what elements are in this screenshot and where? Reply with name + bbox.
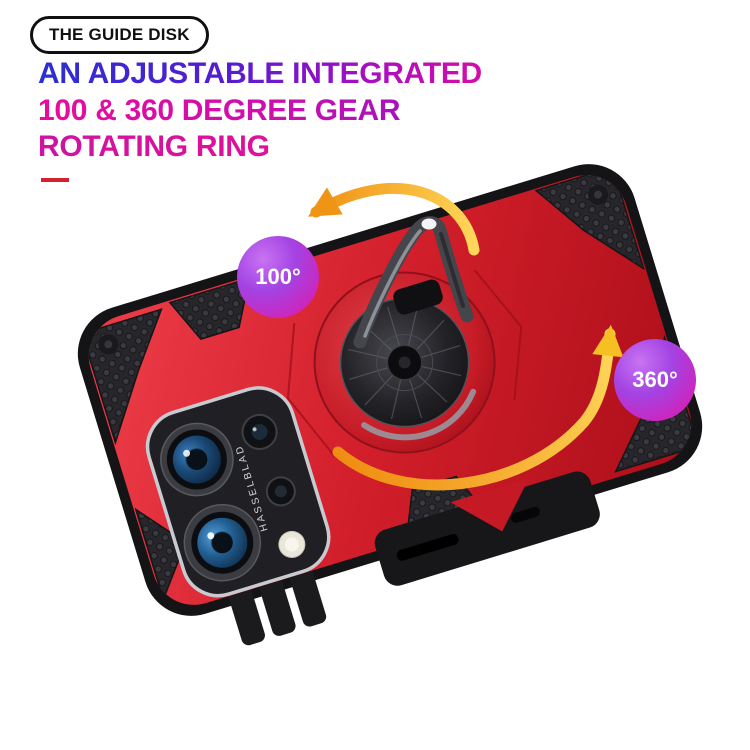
rotation-arrow-360 <box>332 324 624 491</box>
camera-lens-tele <box>241 413 278 450</box>
case-button-tabs <box>228 567 327 646</box>
case-red-notch <box>450 478 529 532</box>
ring-hinge <box>393 279 443 315</box>
camera-lens-wide <box>183 503 262 582</box>
camera-lens-main <box>160 422 234 497</box>
camera-flash <box>278 530 306 558</box>
camera-module: HASSELBLAD <box>145 386 331 598</box>
case-sculpt-lines <box>286 269 523 458</box>
case-bottom-port <box>374 471 600 586</box>
disc-brushed-texture <box>347 305 462 420</box>
guide-disk-badge: THE GUIDE DISK <box>30 16 209 54</box>
title-line-2: 100 & 360 DEGREE GEAR <box>38 93 482 130</box>
phone-case: HASSELBLAD <box>77 164 703 646</box>
rotation-arrow-100 <box>307 183 480 256</box>
ring-kickstand <box>353 216 474 349</box>
camera-sensor <box>265 476 296 507</box>
page-title: AN ADJUSTABLE INTEGRATED 100 & 360 DEGRE… <box>38 56 482 166</box>
corner-accents <box>98 184 608 355</box>
title-line-1: AN ADJUSTABLE INTEGRATED <box>38 56 482 93</box>
ring-disc <box>339 297 470 428</box>
rotation-360-badge: 360° <box>614 339 696 421</box>
title-line-3: ROTATING RING <box>38 129 482 166</box>
red-underline-accent <box>41 178 69 182</box>
rotation-100-badge: 100° <box>237 236 319 318</box>
ring-highlight <box>421 218 437 230</box>
case-grip-patches <box>81 166 699 602</box>
